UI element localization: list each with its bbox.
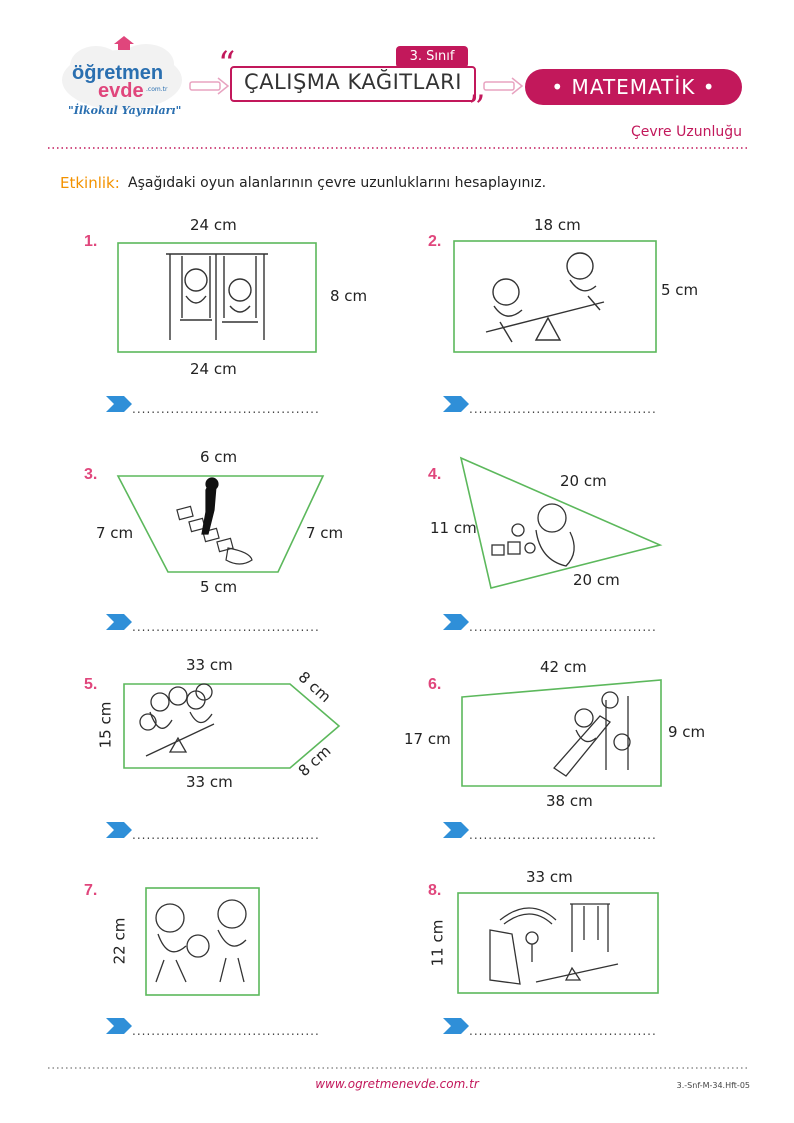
seesaw-illustration	[485, 252, 605, 343]
shape-4-triangle	[459, 456, 663, 589]
slide-illustration	[553, 691, 631, 777]
kids-seesaw-illustration	[139, 683, 215, 757]
answer-line-2[interactable]: ........................................…	[469, 402, 655, 416]
answer-line-4[interactable]: ........................................…	[469, 620, 655, 634]
logo-cloud	[62, 36, 182, 110]
title-frame	[230, 66, 476, 102]
p6-right-label: 9 cm	[668, 723, 706, 741]
p1-bottom-label: 24 cm	[190, 360, 237, 378]
topic-title: Çevre Uzunluğu	[630, 124, 742, 140]
swing-illustration	[166, 253, 268, 340]
p4-bottom-label: 20 cm	[573, 571, 620, 589]
shape-3-trapezoid	[116, 475, 325, 573]
p8-left-label: 11 cm	[428, 919, 447, 967]
p8-top-label: 33 cm	[526, 868, 573, 886]
hopscotch-illustration	[176, 477, 253, 565]
p4-left-label: 11 cm	[430, 519, 477, 537]
answer-line-1[interactable]: ........................................…	[132, 402, 318, 416]
shape-2-rectangle	[453, 240, 657, 353]
shape-1-rectangle	[117, 242, 317, 353]
p5-left-label: 15 cm	[96, 701, 115, 749]
header-arrow-right	[483, 77, 524, 95]
shape-5-pentagon	[123, 683, 341, 769]
problem-number-3: 3.	[84, 466, 98, 483]
close-quote-icon: ”	[468, 88, 486, 128]
logo-domain: .com.tr	[146, 86, 168, 93]
toddler-toys-illustration	[491, 503, 575, 567]
problem-number-5: 5.	[84, 676, 98, 693]
p4-top-label: 20 cm	[560, 472, 607, 490]
p6-top-label: 42 cm	[540, 658, 587, 676]
logo-tagline: "İlkokul Yayınları"	[68, 104, 182, 117]
logo-word-top: öğretmen	[72, 62, 164, 84]
p6-left-label: 17 cm	[404, 730, 451, 748]
header-arrow-left	[189, 77, 230, 95]
activity-label: Etkinlik:	[60, 174, 120, 192]
answer-line-6[interactable]: ........................................…	[469, 828, 655, 842]
logo-word-bottom: evde	[98, 80, 144, 102]
problem-number-6: 6.	[428, 676, 442, 693]
p2-right-label: 5 cm	[661, 281, 699, 299]
p1-right-label: 8 cm	[330, 287, 368, 305]
p6-bottom-label: 38 cm	[546, 792, 593, 810]
p3-bottom-label: 5 cm	[200, 578, 238, 596]
answer-line-3[interactable]: ........................................…	[132, 620, 318, 634]
answer-line-5[interactable]: ........................................…	[132, 828, 318, 842]
grade-badge: 3. Sınıf	[396, 46, 468, 68]
footer-url[interactable]: www.ogretmenevde.com.tr	[315, 1077, 479, 1091]
problem-number-4: 4.	[428, 466, 442, 483]
page-title: ÇALIŞMA KAĞITLARI	[244, 70, 462, 94]
problem-number-2: 2.	[428, 233, 442, 250]
answer-line-7[interactable]: ........................................…	[132, 1024, 318, 1038]
p5-top-label: 33 cm	[186, 656, 233, 674]
p3-left-label: 7 cm	[96, 524, 134, 542]
p2-top-label: 18 cm	[534, 216, 581, 234]
p7-left-label: 22 cm	[110, 917, 129, 965]
p1-top-label: 24 cm	[190, 216, 237, 234]
p5-bottom-label: 33 cm	[186, 773, 233, 791]
problem-number-1: 1.	[84, 233, 98, 250]
answer-line-8[interactable]: ........................................…	[469, 1024, 655, 1038]
shape-7-rectangle	[145, 887, 260, 996]
subject-badge: • MATEMATİK •	[525, 69, 742, 105]
answer-arrows	[106, 396, 469, 1034]
playground-set-illustration	[489, 903, 619, 985]
problem-number-8: 8.	[428, 882, 442, 899]
p3-top-label: 6 cm	[200, 448, 238, 466]
shape-8-rectangle	[457, 892, 659, 994]
p3-right-label: 7 cm	[306, 524, 344, 542]
activity-instruction: Aşağıdaki oyun alanlarının çevre uzunluk…	[128, 175, 547, 191]
problem-number-7: 7.	[84, 882, 98, 899]
kids-ball-illustration	[155, 899, 247, 983]
shape-6-quadrilateral	[461, 679, 662, 787]
footer-code: 3.-Snf-M-34.Hft-05	[676, 1081, 750, 1090]
